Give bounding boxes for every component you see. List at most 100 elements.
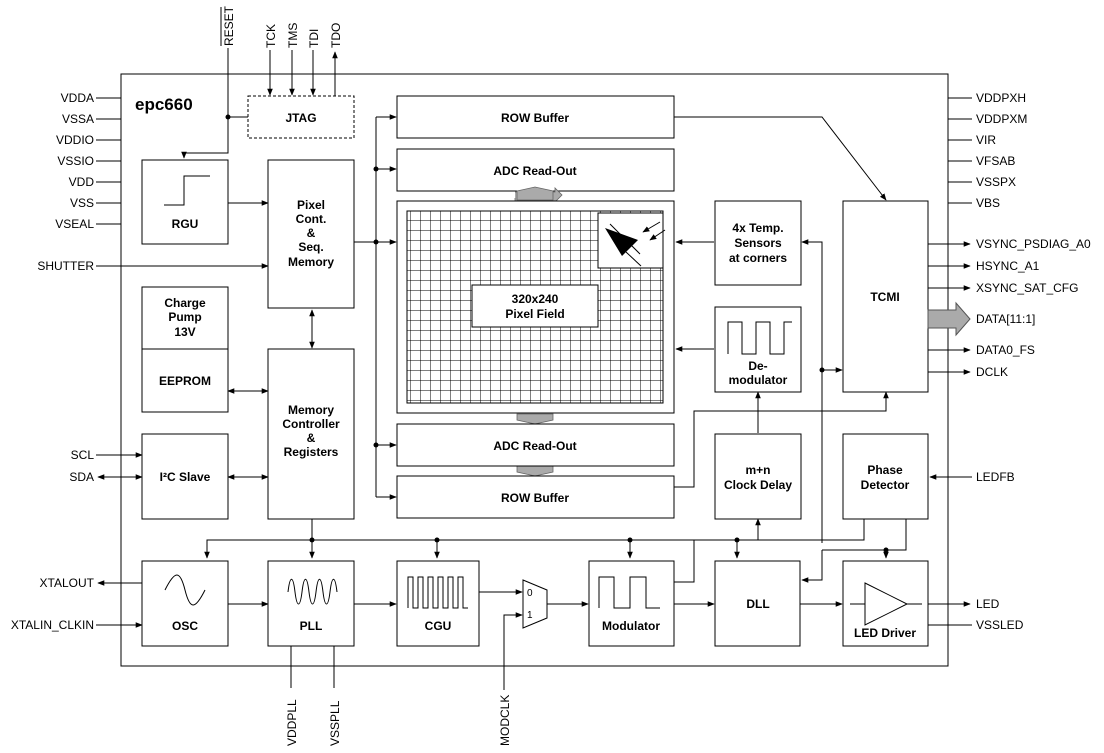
svg-text:VDDPLL: VDDPLL (285, 699, 299, 746)
reset-step-icon (164, 175, 210, 206)
pin-scl: SCL (71, 448, 95, 462)
pin-shutter: SHUTTER (37, 259, 94, 273)
row-buffer-top (396, 95, 675, 139)
svg-text:TCK: TCK (264, 24, 278, 48)
temp-sensors-block (714, 200, 802, 286)
svg-text:at corners: at corners (729, 251, 787, 265)
dll-block (714, 560, 801, 647)
svg-text:VSS: VSS (70, 196, 94, 210)
rgu-block (141, 159, 229, 245)
svg-text:DATA0_FS: DATA0_FS (976, 343, 1035, 357)
svg-text:DCLK: DCLK (976, 365, 1008, 379)
osc-label: OSC (172, 619, 198, 633)
junction-dots (225, 114, 889, 553)
svg-text:VSSPLL: VSSPLL (328, 700, 342, 746)
svg-text:Pixel Field: Pixel Field (505, 307, 564, 321)
data-flow-arrows (514, 186, 563, 477)
phase-detector-label: Phase Detector (861, 463, 910, 492)
svg-text:Registers: Registers (284, 445, 339, 459)
pulse-train-icon (407, 576, 468, 609)
svg-text:Detector: Detector (861, 478, 910, 492)
svg-text:VDDA: VDDA (61, 91, 94, 105)
svg-text:VDDPXH: VDDPXH (976, 91, 1026, 105)
right-signal-pins: VSYNC_PSDIAG_A0 HSYNC_A1 XSYNC_SAT_CFG D… (976, 237, 1091, 379)
pin-led: LED (976, 597, 1000, 611)
cgu-label: CGU (425, 619, 452, 633)
svg-text:Phase: Phase (867, 463, 903, 477)
svg-text:VDD: VDD (69, 175, 95, 189)
pll-label: PLL (300, 619, 323, 633)
svg-text:Memory: Memory (288, 403, 334, 417)
svg-text:Seq.: Seq. (298, 240, 323, 254)
svg-text:Cont.: Cont. (296, 212, 327, 226)
bottom-pins: VDDPLL VSSPLL MODCLK (285, 695, 512, 746)
eeprom-label: EEPROM (159, 374, 211, 388)
svg-text:VSSPX: VSSPX (976, 175, 1016, 189)
top-pins: RESET TCK TMS TDI TDO (220, 5, 343, 48)
adc-readout-top (396, 148, 675, 192)
svg-text:TDI: TDI (307, 29, 321, 48)
mux-symbol (522, 579, 548, 629)
svg-text:VDDPXM: VDDPXM (976, 112, 1027, 126)
adc-readout-top-label: ADC Read-Out (493, 164, 576, 178)
pin-reset: RESET (222, 5, 236, 46)
tcmi-block (842, 200, 929, 393)
svg-text:Pixel: Pixel (297, 198, 325, 212)
svg-text:13V: 13V (174, 325, 195, 339)
jtag-block (247, 95, 355, 139)
row-buffer-top-label: ROW Buffer (501, 111, 569, 125)
svg-text:&: & (307, 226, 316, 240)
svg-text:320x240: 320x240 (512, 292, 559, 306)
jtag-label: JTAG (285, 111, 316, 125)
left-supply-pins: VDDA VSSA VDDIO VSSIO VDD VSS VSEAL (55, 91, 94, 231)
pixel-field-label-box (471, 284, 599, 328)
modulator-block (588, 560, 675, 647)
svg-text:De-: De- (748, 359, 767, 373)
clock-delay-label: m+n Clock Delay (724, 463, 792, 492)
modulation-wave-icon (598, 576, 660, 609)
pin-sda: SDA (69, 470, 94, 484)
temp-sensors-label: 4x Temp. Sensors at corners (729, 221, 787, 265)
sine-wave-icon (164, 574, 206, 606)
svg-text:MODCLK: MODCLK (498, 695, 512, 746)
svg-text:VIR: VIR (976, 133, 996, 147)
svg-text:VDDIO: VDDIO (56, 133, 94, 147)
svg-text:DATA[11:1]: DATA[11:1] (976, 312, 1035, 326)
mux-input-1: 1 (527, 610, 533, 621)
right-supply-pins: VDDPXH VDDPXM VIR VFSAB VSSPX VBS (976, 91, 1027, 210)
charge-pump-label: Charge Pump 13V (164, 296, 206, 339)
data-bus-arrow-icon (927, 301, 971, 337)
svg-text:VSEAL: VSEAL (55, 217, 94, 231)
svg-text:Memory: Memory (288, 255, 334, 269)
rgu-label: RGU (172, 217, 199, 231)
pin-xtalin: XTALIN_CLKIN (11, 618, 94, 632)
svg-text:Clock Delay: Clock Delay (724, 478, 792, 492)
svg-text:VSSIO: VSSIO (57, 154, 94, 168)
high-freq-wave-icon (287, 578, 338, 605)
i2c-slave-block (141, 433, 229, 520)
square-wave-icon (727, 321, 792, 355)
pin-ledfb: LEDFB (976, 470, 1015, 484)
adc-readout-bottom-label: ADC Read-Out (493, 439, 576, 453)
pixel-field-label: 320x240 Pixel Field (505, 292, 564, 321)
chip-name: epc660 (135, 95, 193, 114)
clock-delay-block (714, 433, 802, 520)
svg-text:Pump: Pump (168, 310, 201, 324)
svg-text:VSSA: VSSA (62, 112, 94, 126)
pll-block (267, 560, 355, 647)
pixel-cont-label: Pixel Cont. & Seq. Memory (288, 198, 334, 269)
pin-xtalout: XTALOUT (40, 576, 95, 590)
svg-text:XSYNC_SAT_CFG: XSYNC_SAT_CFG (976, 281, 1078, 295)
phase-detector-block (842, 433, 929, 520)
led-driver-label: LED Driver (854, 626, 916, 640)
pin-vssled: VSSLED (976, 618, 1024, 632)
svg-text:m+n: m+n (745, 463, 770, 477)
row-buffer-bottom (396, 475, 675, 519)
demodulator-block (714, 306, 802, 393)
dll-label: DLL (746, 597, 769, 611)
memory-controller-block (267, 348, 355, 520)
svg-text:Sensors: Sensors (734, 236, 782, 250)
modulator-label: Modulator (602, 619, 660, 633)
photodiode-symbol (605, 221, 666, 267)
